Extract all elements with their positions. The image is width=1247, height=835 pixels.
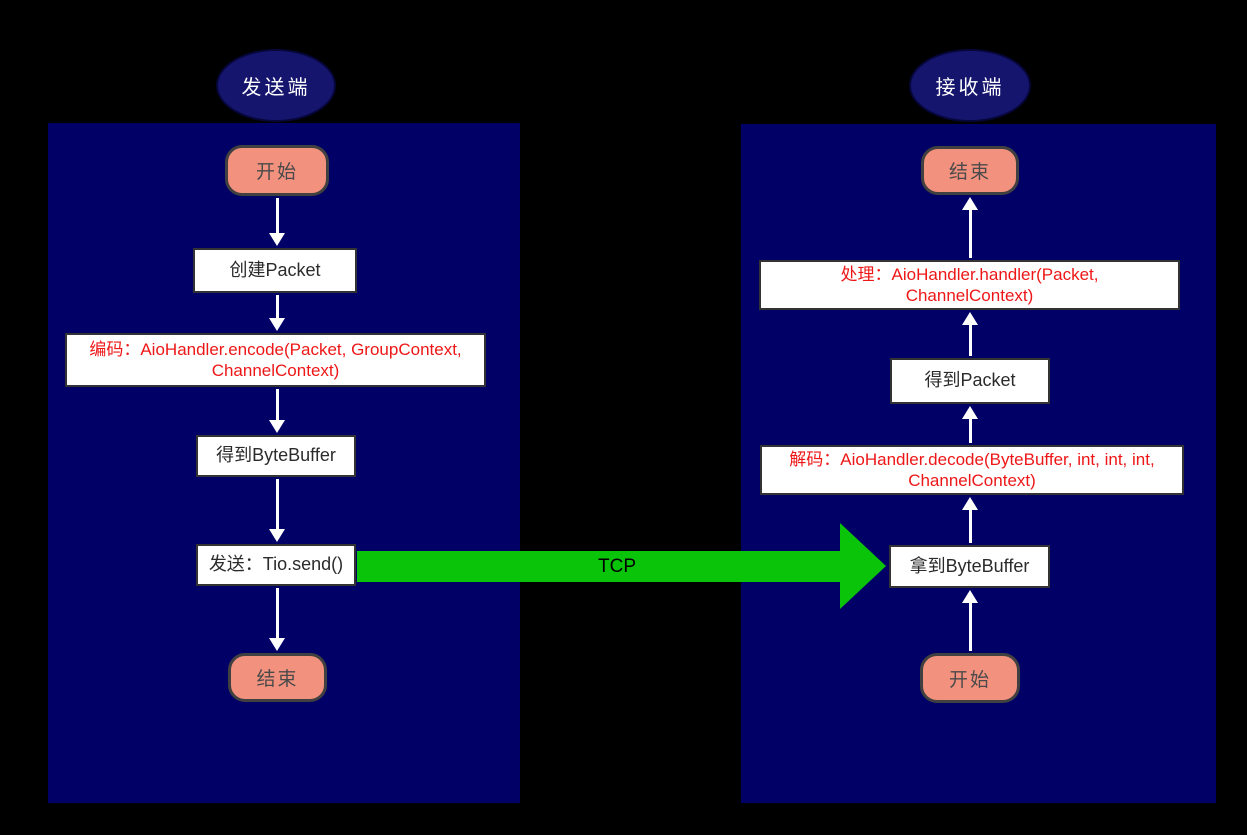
tcp-label: TCP: [598, 555, 636, 577]
receiver-arrow-2: [962, 312, 978, 356]
arrow-shaft: [275, 198, 279, 236]
receiver-end-node: 结束: [921, 146, 1019, 195]
receiver-got-bytebuffer-node: 拿到ByteBuffer: [889, 545, 1050, 588]
sender-end-node: 结束: [228, 653, 327, 702]
sender-arrow-4: [269, 479, 285, 542]
receiver-lane-title: 接收端: [935, 77, 1005, 99]
arrowhead-down-icon: [269, 420, 285, 433]
sender-create-packet-label: 创建Packet: [229, 259, 321, 280]
receiver-got-bytebuffer-label: 拿到ByteBuffer: [909, 555, 1030, 576]
sender-lane-title-ellipse: 发送端: [216, 49, 336, 122]
arrow-shaft: [275, 389, 279, 423]
arrowhead-up-icon: [962, 590, 978, 603]
arrowhead-down-icon: [269, 233, 285, 246]
sender-lane-title: 发送端: [241, 77, 311, 99]
arrowhead-up-icon: [962, 197, 978, 210]
arrow-shaft: [968, 507, 972, 543]
receiver-handle-line2: ChannelContext): [905, 286, 1034, 305]
arrow-shaft: [968, 322, 972, 356]
arrow-shaft: [968, 600, 972, 651]
sender-end-label: 结束: [256, 669, 299, 690]
receiver-arrow-4: [962, 497, 978, 543]
tcp-arrowhead-icon: [840, 523, 886, 609]
sender-arrow-3: [269, 389, 285, 433]
tcp-arrow-bar: [357, 551, 840, 582]
receiver-decode-line1: 解码：AioHandler.decode(ByteBuffer, int, in…: [789, 449, 1155, 469]
sender-start-label: 开始: [255, 162, 298, 183]
sender-send-label: 发送：Tio.send(): [208, 554, 344, 575]
receiver-handle-node: 处理：AioHandler.handler(Packet, ChannelCon…: [759, 260, 1180, 310]
sender-arrow-1: [269, 198, 285, 246]
receiver-handle-line1: 处理：AioHandler.handler(Packet,: [840, 264, 1099, 284]
sender-start-node: 开始: [225, 145, 329, 196]
receiver-start-label: 开始: [948, 669, 991, 691]
sender-got-bytebuffer-label: 得到ByteBuffer: [216, 445, 336, 466]
receiver-lane-title-ellipse: 接收端: [909, 49, 1031, 122]
tcp-transfer-arrow: TCP: [357, 523, 886, 610]
sender-encode-line2: ChannelContext): [211, 361, 340, 380]
arrowhead-down-icon: [269, 318, 285, 331]
receiver-decode-line2: ChannelContext): [908, 471, 1036, 490]
sender-arrow-2: [269, 295, 285, 331]
arrowhead-up-icon: [962, 312, 978, 325]
arrowhead-up-icon: [962, 497, 978, 510]
arrow-shaft: [275, 479, 279, 532]
sender-send-node: 发送：Tio.send(): [196, 544, 356, 586]
arrow-shaft: [968, 207, 972, 258]
arrow-shaft: [968, 416, 972, 443]
receiver-got-packet-node: 得到Packet: [890, 358, 1050, 404]
sender-encode-line1: 编码：AioHandler.encode(Packet, GroupContex…: [89, 339, 462, 359]
receiver-end-label: 结束: [948, 162, 991, 183]
receiver-arrow-1: [962, 197, 978, 258]
arrowhead-down-icon: [269, 529, 285, 542]
sender-encode-node: 编码：AioHandler.encode(Packet, GroupContex…: [65, 333, 486, 387]
arrow-shaft: [275, 295, 279, 321]
sender-arrow-5: [269, 588, 285, 651]
receiver-arrow-5: [962, 590, 978, 651]
receiver-start-node: 开始: [920, 653, 1020, 703]
arrowhead-up-icon: [962, 406, 978, 419]
sender-create-packet-node: 创建Packet: [193, 248, 357, 293]
receiver-got-packet-label: 得到Packet: [924, 370, 1016, 391]
arrowhead-down-icon: [269, 638, 285, 651]
receiver-decode-node: 解码：AioHandler.decode(ByteBuffer, int, in…: [760, 445, 1184, 495]
receiver-arrow-3: [962, 406, 978, 443]
sender-got-bytebuffer-node: 得到ByteBuffer: [196, 435, 356, 477]
arrow-shaft: [275, 588, 279, 641]
